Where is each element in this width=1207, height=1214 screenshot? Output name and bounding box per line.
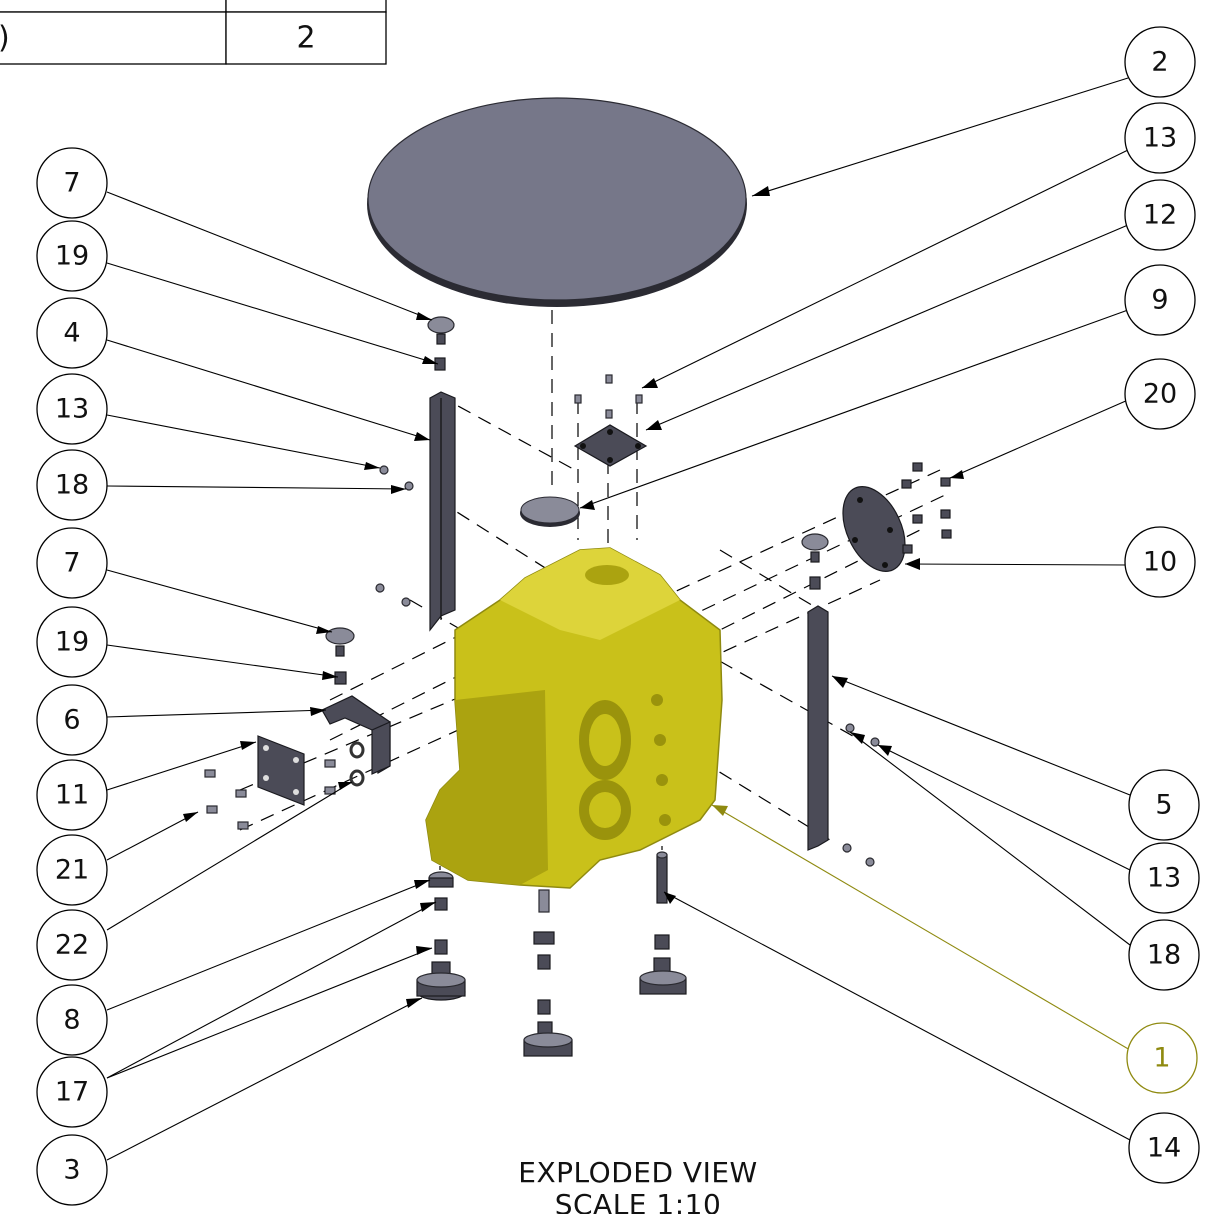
balloon-18: 18	[36, 449, 108, 521]
balloon-label: 8	[63, 1005, 80, 1036]
balloon-label: 4	[63, 318, 80, 349]
view-caption-title: EXPLODED VIEW	[518, 1156, 757, 1189]
balloon-9: 9	[1124, 264, 1196, 336]
top-disc-part	[367, 97, 747, 307]
balloon-19: 19	[36, 606, 108, 678]
balloon-label: 13	[1143, 123, 1177, 154]
balloon-label: 18	[55, 470, 89, 501]
balloon-14: 14	[1128, 1112, 1200, 1184]
balloon-18: 18	[1128, 919, 1200, 991]
balloon-label: 6	[63, 705, 80, 736]
balloon-3: 3	[36, 1134, 108, 1206]
balloon-label: 9	[1151, 285, 1168, 316]
balloon-label: 1	[1153, 1043, 1170, 1074]
balloon-label: 12	[1143, 200, 1177, 231]
balloon-13: 13	[36, 373, 108, 445]
left-bracket-part	[321, 627, 391, 775]
balloon-7: 7	[36, 147, 108, 219]
balloon-22: 22	[36, 909, 108, 981]
table-cell	[0, 11, 227, 65]
balloon-label: 18	[1147, 940, 1181, 971]
balloon-17: 17	[36, 1056, 108, 1128]
view-caption-scale: SCALE 1:10	[555, 1188, 722, 1214]
table-cell-description: )	[0, 21, 10, 56]
balloon-label: 13	[55, 394, 89, 425]
balloon-1: 1	[1126, 1022, 1198, 1094]
balloon-label: 14	[1147, 1133, 1181, 1164]
balloon-label: 19	[55, 627, 89, 658]
engine-block-part	[425, 547, 723, 889]
balloon-label: 5	[1155, 790, 1172, 821]
balloon-5: 5	[1128, 769, 1200, 841]
leader-arrowheads	[183, 186, 964, 1008]
balloon-label: 17	[55, 1077, 89, 1108]
balloon-label: 19	[55, 241, 89, 272]
table-cell	[225, 11, 387, 65]
parts-table: ) 2	[0, 0, 387, 65]
balloon-label: 2	[1151, 47, 1168, 78]
right-plate-part	[842, 462, 952, 572]
table-cell-qty: 2	[296, 21, 315, 56]
left-vertical-bar-part	[375, 316, 456, 632]
balloon-label: 21	[55, 855, 89, 886]
balloon-label: 7	[63, 548, 80, 579]
leader-lines	[106, 77, 1131, 1161]
balloon-19: 19	[36, 220, 108, 292]
feet-assembly-parts	[416, 851, 687, 1057]
right-vertical-bar-part	[801, 533, 880, 867]
balloon-label: 22	[55, 930, 89, 961]
balloon-label: 20	[1143, 379, 1177, 410]
balloon-label: 10	[1143, 547, 1177, 578]
balloon-12: 12	[1124, 179, 1196, 251]
balloon-label: 3	[63, 1155, 80, 1186]
cover-plate-part	[573, 374, 648, 467]
balloon-13: 13	[1128, 842, 1200, 914]
balloon-label: 7	[63, 168, 80, 199]
balloon-13: 13	[1124, 102, 1196, 174]
balloon-label: 11	[55, 780, 89, 811]
balloon-label: 13	[1147, 863, 1181, 894]
left-plate-part	[204, 735, 365, 830]
balloon-7: 7	[36, 527, 108, 599]
balloon-11: 11	[36, 759, 108, 831]
small-disc-part	[520, 496, 580, 527]
balloon-20: 20	[1124, 358, 1196, 430]
balloon-4: 4	[36, 297, 108, 369]
table-cell	[0, 0, 227, 13]
balloon-6: 6	[36, 684, 108, 756]
balloon-10: 10	[1124, 526, 1196, 598]
balloon-2: 2	[1124, 26, 1196, 98]
balloon-8: 8	[36, 984, 108, 1056]
balloon-21: 21	[36, 834, 108, 906]
table-cell	[225, 0, 387, 13]
